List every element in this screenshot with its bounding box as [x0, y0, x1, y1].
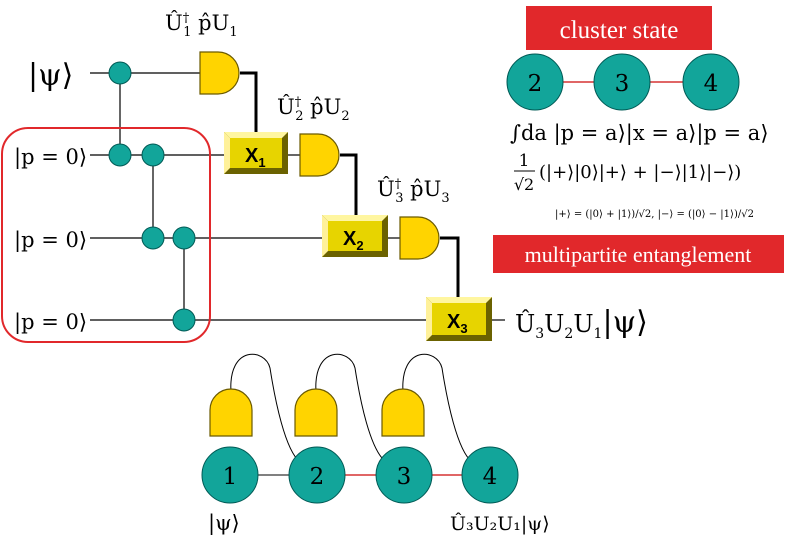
one-way-node-label: 3 [397, 464, 412, 490]
ancilla-frame [1, 127, 211, 343]
one-way-node-label: 1 [223, 464, 238, 490]
correction-gate-x2: X2 [322, 215, 388, 257]
cz-dot [172, 308, 196, 332]
basis-definitions: |+⟩ = (|0⟩ + |1⟩)/√2, |−⟩ = (|0⟩ − |1⟩)/… [555, 209, 754, 220]
one-way-graph: 1 2 3 4 [201, 446, 519, 504]
input-state-label: |ψ⟩ [28, 58, 73, 93]
ancilla-label-1: |p = 0⟩ [14, 145, 87, 170]
one-way-node [375, 446, 433, 504]
integral-formula: ∫da |p = a⟩|x = a⟩|p = a⟩ [510, 121, 769, 146]
one-way-node-label: 4 [483, 464, 498, 490]
entanglement-banner [493, 235, 784, 273]
one-way-node [461, 446, 519, 504]
measurement-label-1: Û†1 p̂U1 [165, 10, 238, 40]
cz-dot [141, 226, 165, 250]
fraction-denominator: √2 [514, 175, 534, 194]
cluster-node [506, 53, 564, 111]
cluster-state-title: cluster state [560, 17, 679, 44]
detector-icon [294, 388, 338, 437]
cluster-state-graph: 2 3 4 [506, 53, 740, 111]
cluster-node-label: 4 [704, 71, 719, 97]
ancilla-label-2: |p = 0⟩ [14, 228, 87, 253]
detector-icon [199, 51, 240, 95]
measurement-label-2: Û†2 p̂U2 [277, 94, 350, 124]
classical-feedforward [240, 71, 460, 297]
one-way-input-label: |ψ⟩ [208, 511, 240, 536]
svg-text:X1: X1 [245, 145, 266, 170]
one-way-node [201, 446, 259, 504]
cluster-node-label: 3 [615, 71, 630, 97]
one-way-output-label: Û₃U₂U₁|ψ⟩ [450, 512, 550, 535]
detector-icon [299, 133, 340, 177]
cz-nodes [108, 61, 196, 332]
measurement-label-3: Û†3 p̂U3 [377, 176, 450, 206]
detector-icon [209, 388, 253, 437]
cluster-node-label: 2 [528, 71, 543, 97]
cluster-node [593, 53, 651, 111]
one-way-arcs [230, 353, 473, 463]
cz-dot [108, 143, 132, 167]
svg-text:X2: X2 [343, 228, 364, 253]
cz-dot [108, 61, 132, 85]
cz-dot [172, 226, 196, 250]
detector-icon [399, 216, 440, 260]
cluster-state-banner [526, 6, 712, 50]
output-state-label: Û3U2U1|ψ⟩ [515, 305, 648, 342]
superposition-formula: (|+⟩|0⟩|+⟩ + |−⟩|1⟩|−⟩) [539, 162, 741, 183]
correction-gate-x3: X3 [426, 297, 492, 341]
svg-text:X3: X3 [447, 311, 468, 336]
correction-gate-x1: X1 [224, 132, 288, 174]
detector-icon [381, 388, 425, 437]
cz-dot [141, 143, 165, 167]
fraction-numerator: 1 [519, 151, 530, 171]
entanglement-title: multipartite entanglement [525, 242, 752, 267]
ancilla-label-3: |p = 0⟩ [14, 310, 87, 335]
one-way-node [288, 446, 346, 504]
cluster-node [682, 53, 740, 111]
one-way-node-label: 2 [310, 464, 325, 490]
